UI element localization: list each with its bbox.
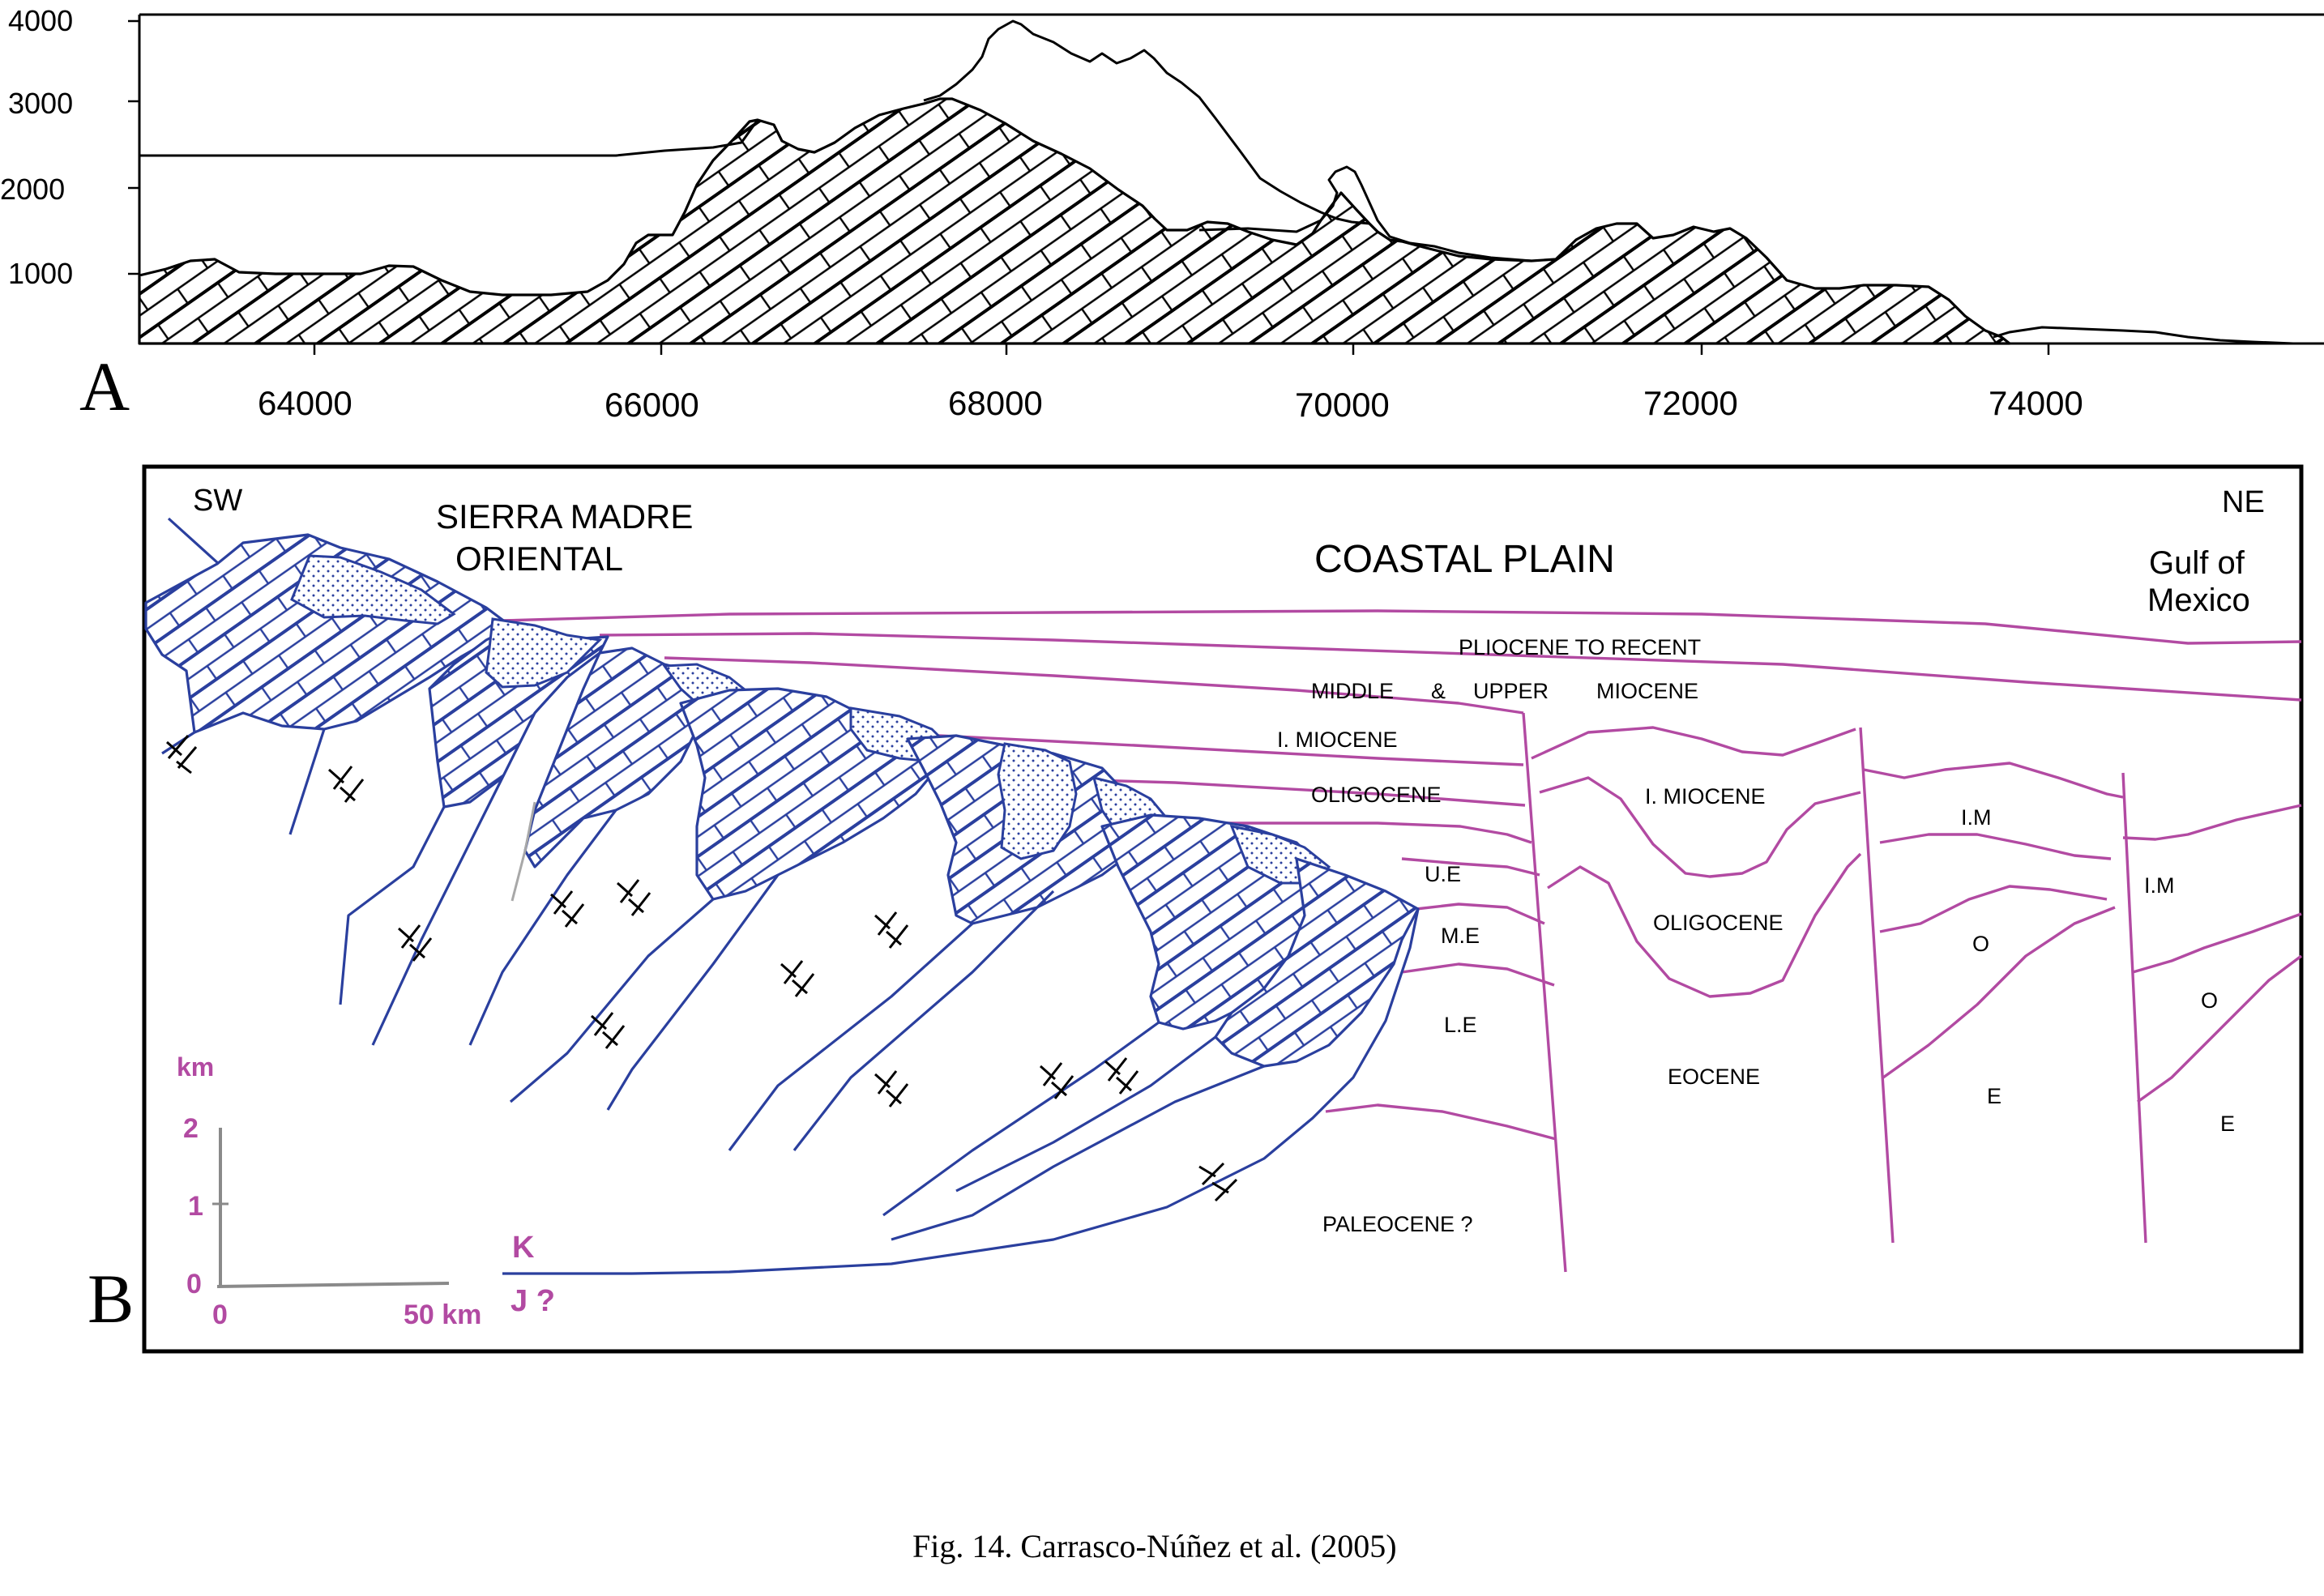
panel-a-letter: A	[79, 348, 130, 425]
x-tick-64000: 64000	[258, 384, 352, 422]
unit-pliocene: PLIOCENE TO RECENT	[1459, 635, 1701, 659]
unit-im-right1: I.M	[1961, 805, 1992, 830]
y-axis-ticks: 4000 3000 2000 1000	[0, 4, 139, 290]
y-tick-4000: 4000	[8, 4, 73, 37]
panel-b-frame	[142, 464, 2304, 1354]
unit-upper: UPPER	[1473, 679, 1549, 703]
unit-e-right1: E	[1987, 1084, 2001, 1108]
contact-j: J ?	[511, 1284, 555, 1318]
x-tick-74000: 74000	[1989, 384, 2083, 422]
scale-unit: km	[177, 1052, 214, 1082]
scale-bar: km 2 1 0 0 50 km	[177, 1052, 481, 1330]
thrust-sheets	[144, 517, 1420, 1275]
pocket-5	[997, 742, 1078, 860]
unit-amp: &	[1431, 679, 1446, 703]
limestone-profile	[138, 97, 2011, 345]
contact-k: K	[512, 1231, 535, 1265]
unit-oligocene-left: OLIGOCENE	[1311, 783, 1442, 807]
label-sw: SW	[193, 484, 242, 518]
unit-paleocene: PALEOCENE ?	[1322, 1212, 1473, 1236]
x-tick-66000: 66000	[604, 386, 699, 424]
x-axis-ticks: 64000 66000 68000 70000 72000 74000	[258, 344, 2083, 424]
label-sierra-line2: ORIENTAL	[455, 540, 623, 578]
unit-oligocene-middle: OLIGOCENE	[1653, 911, 1784, 935]
figure-caption: Fig. 14. Carrasco-Núñez et al. (2005)	[912, 1528, 1397, 1564]
label-gulf-line2: Mexico	[2147, 582, 2250, 618]
scale-v0: 0	[186, 1269, 202, 1299]
shear-arrows	[166, 735, 1238, 1202]
scale-v1: 1	[188, 1191, 203, 1222]
unit-me: M.E	[1441, 924, 1480, 948]
y-tick-2000: 2000	[0, 173, 65, 206]
unit-eocene: EOCENE	[1668, 1065, 1760, 1089]
volcano-spur-outline	[1198, 165, 1532, 262]
surface-profile	[139, 19, 1370, 225]
scale-v2: 2	[183, 1113, 199, 1144]
x-tick-68000: 68000	[948, 384, 1043, 422]
unit-l-miocene-middle: I. MIOCENE	[1645, 784, 1766, 809]
label-gulf-line1: Gulf of	[2149, 545, 2245, 581]
y-tick-1000: 1000	[8, 257, 73, 290]
unit-le: L.E	[1444, 1013, 1477, 1037]
panel-b-section: SW NE SIERRA MADRE ORIENTAL COASTAL PLAI…	[88, 464, 2304, 1354]
unit-miocene: MIOCENE	[1596, 679, 1698, 703]
pocket-1	[290, 554, 456, 625]
scale-h50: 50 km	[404, 1299, 481, 1330]
unit-l-miocene-left: I. MIOCENE	[1277, 728, 1398, 752]
unit-e-right2: E	[2220, 1112, 2235, 1136]
pocket-2	[485, 617, 603, 689]
coastal-tail	[1993, 326, 2294, 345]
sheet-7	[1214, 857, 1420, 1068]
unit-o-right2: O	[2201, 988, 2218, 1013]
unit-ue: U.E	[1425, 862, 1461, 886]
label-coastal-plain: COASTAL PLAIN	[1314, 538, 1615, 581]
scale-h0: 0	[212, 1299, 228, 1330]
label-ne: NE	[2222, 485, 2265, 519]
y-tick-3000: 3000	[8, 87, 73, 120]
unit-im-right2: I.M	[2144, 873, 2175, 898]
stratigraphy-horizons	[502, 609, 2303, 1273]
panel-a-profile: 4000 3000 2000 1000 64000 66000 68000 70…	[0, 4, 2324, 425]
label-sierra-line1: SIERRA MADRE	[436, 497, 693, 536]
x-tick-70000: 70000	[1295, 386, 1390, 424]
unit-middle: MIDDLE	[1311, 679, 1394, 703]
panel-b-letter: B	[88, 1260, 134, 1338]
x-tick-72000: 72000	[1643, 384, 1738, 422]
sheet-1	[144, 533, 520, 734]
unit-o-right1: O	[1972, 932, 1989, 956]
